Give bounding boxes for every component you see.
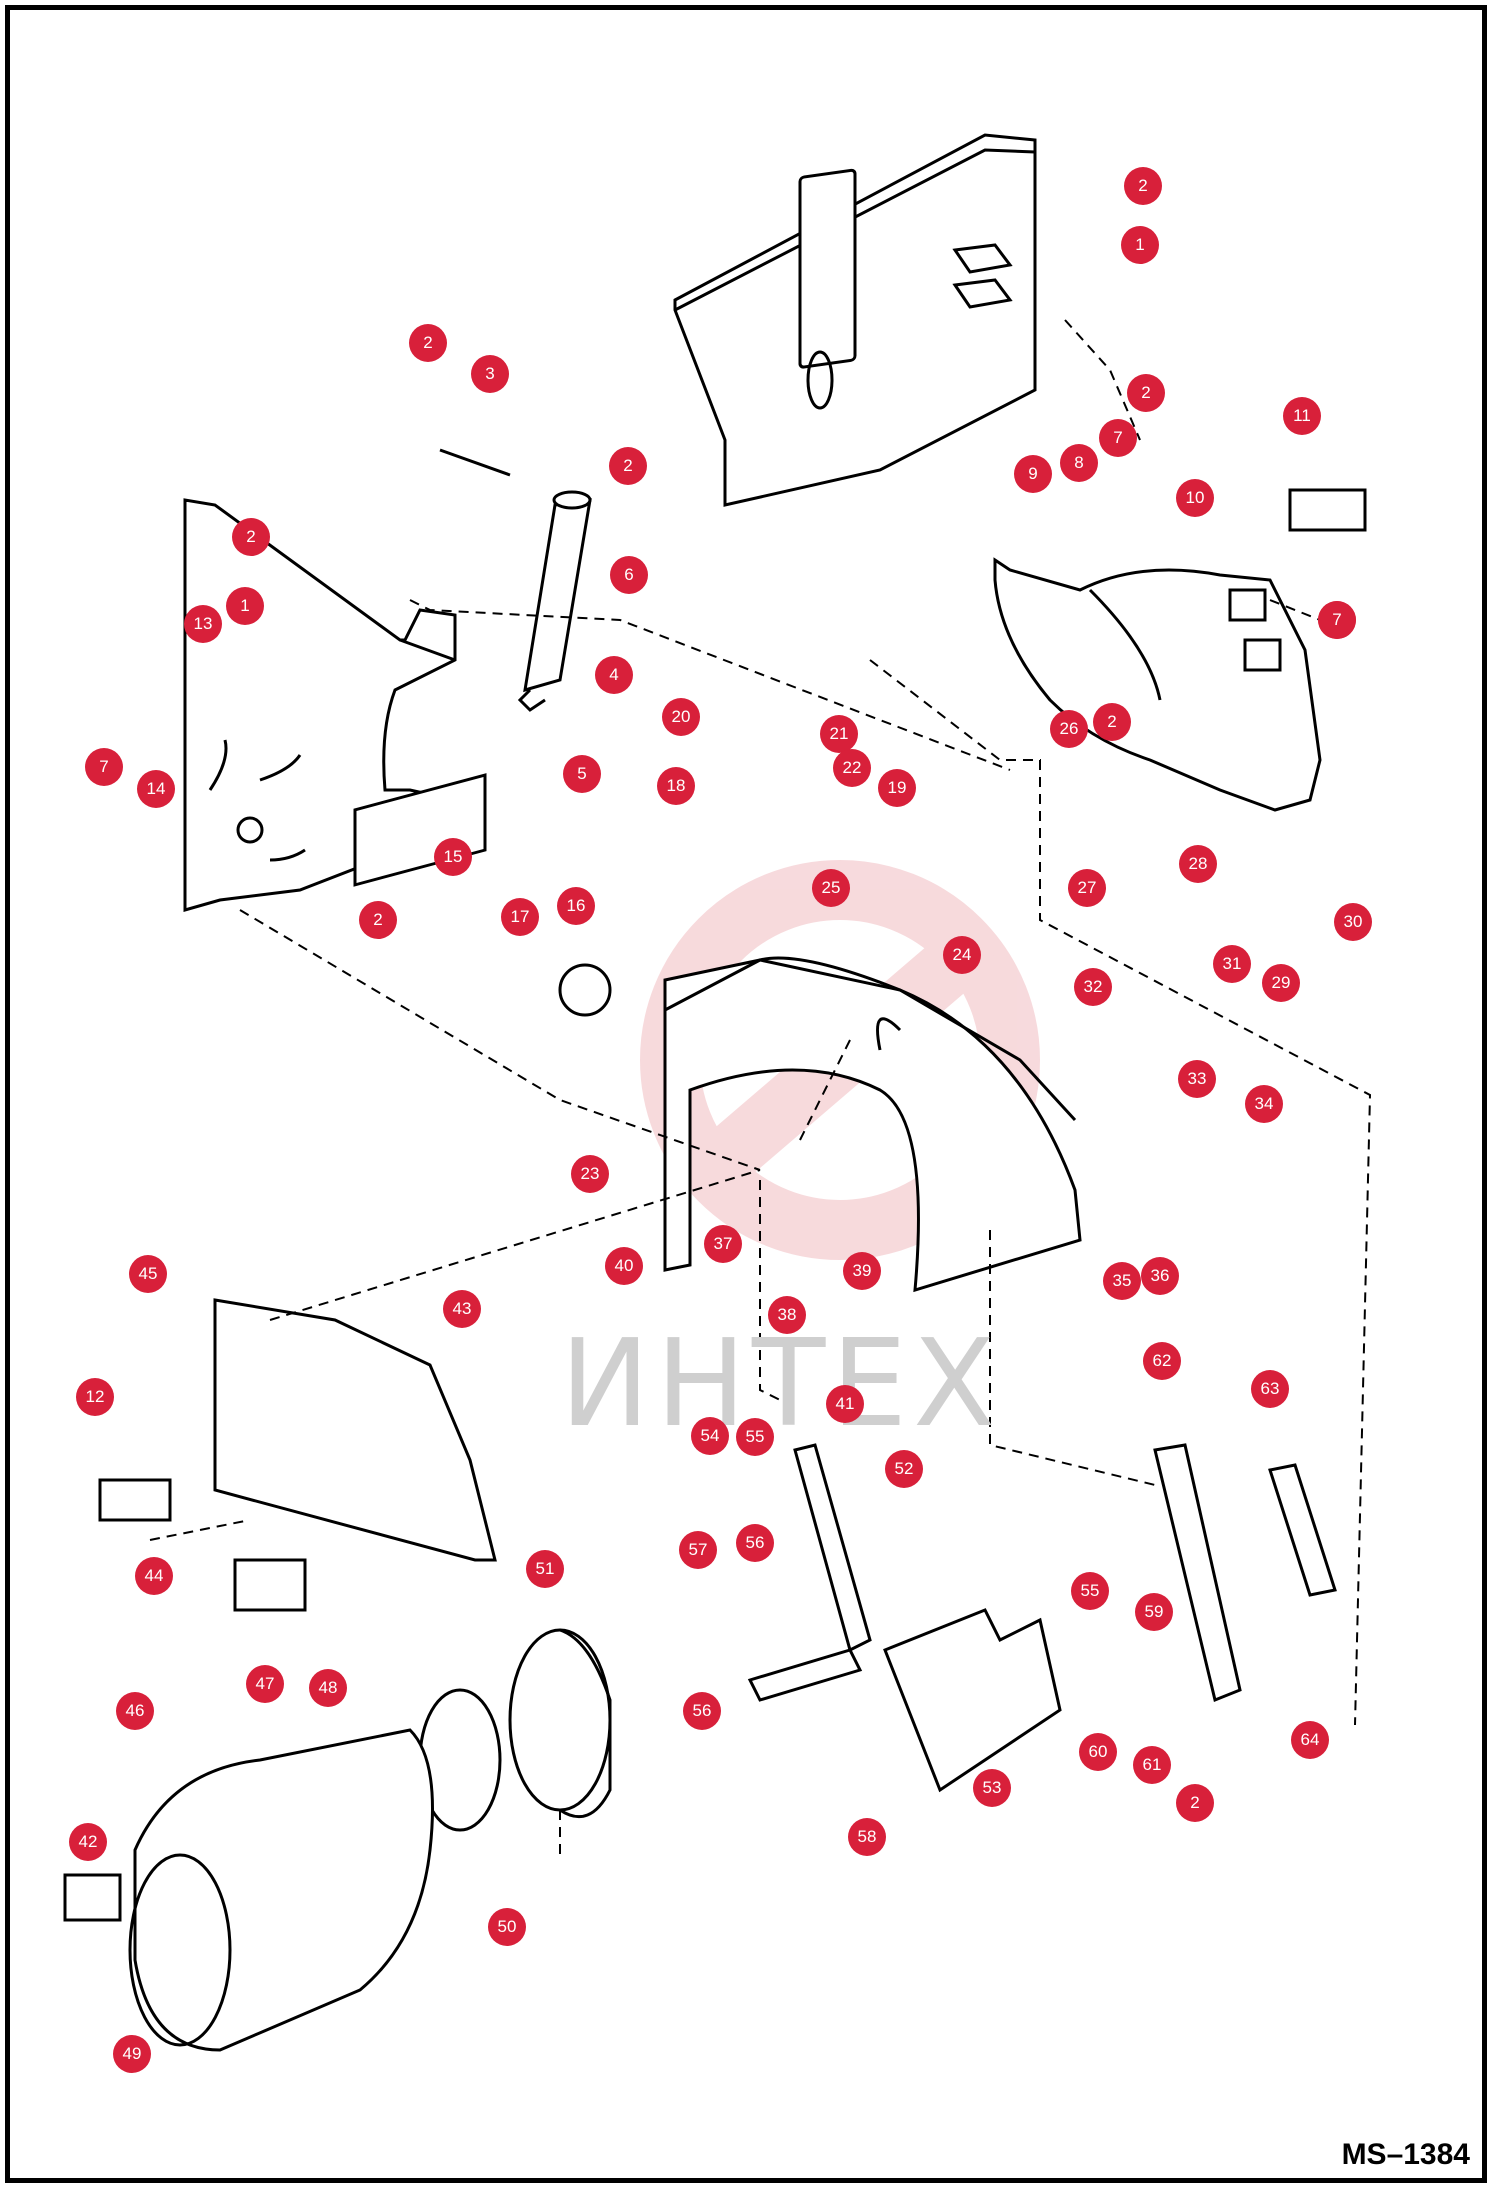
- callout-52: 52: [885, 1450, 923, 1488]
- callout-29: 29: [1262, 964, 1300, 1002]
- callout-35: 35: [1103, 1262, 1141, 1300]
- callout-2g: 2: [359, 901, 397, 939]
- callout-63: 63: [1251, 1370, 1289, 1408]
- callout-2a: 2: [1124, 167, 1162, 205]
- callout-28: 28: [1179, 845, 1217, 883]
- callout-26: 26: [1050, 710, 1088, 748]
- callout-2h: 2: [1176, 1784, 1214, 1822]
- callout-7d: 7: [1318, 601, 1356, 639]
- cover-plate-43: [213, 1298, 497, 1562]
- decal-11: [1288, 488, 1367, 532]
- callout-50: 50: [488, 1908, 526, 1946]
- callout-22: 22: [833, 749, 871, 787]
- central-housing: [663, 956, 1082, 1293]
- hydraulic-cylinder: [439, 448, 592, 712]
- callout-34: 34: [1245, 1085, 1283, 1123]
- frame-member: [673, 133, 1037, 507]
- callout-31: 31: [1213, 945, 1251, 983]
- hub-flange: [418, 1628, 612, 1832]
- callout-7a: 7: [1099, 419, 1137, 457]
- callout-6: 6: [610, 556, 648, 594]
- watermark-text: ИНТЕХ: [560, 1315, 1002, 1454]
- callout-13: 13: [184, 605, 222, 643]
- callout-14: 14: [137, 770, 175, 808]
- disc-16: [558, 963, 612, 1017]
- callout-43: 43: [443, 1290, 481, 1328]
- callout-10: 10: [1176, 479, 1214, 517]
- callout-9: 9: [1014, 455, 1052, 493]
- callout-64: 64: [1291, 1721, 1329, 1759]
- cylinder-62: [1153, 1443, 1337, 1703]
- callout-2b: 2: [409, 324, 447, 362]
- callout-55a: 55: [736, 1418, 774, 1456]
- decal-12: [98, 1478, 172, 1522]
- callout-1b: 1: [226, 587, 264, 625]
- callout-21: 21: [820, 715, 858, 753]
- callout-61: 61: [1133, 1746, 1171, 1784]
- callout-58: 58: [848, 1818, 886, 1856]
- callout-17: 17: [501, 898, 539, 936]
- callout-15: 15: [434, 838, 472, 876]
- callout-60: 60: [1079, 1733, 1117, 1771]
- callout-62: 62: [1143, 1342, 1181, 1380]
- callout-33: 33: [1178, 1060, 1216, 1098]
- callout-59: 59: [1135, 1593, 1173, 1631]
- callout-1a: 1: [1121, 226, 1159, 264]
- bracket-52: [747, 1443, 872, 1702]
- callout-47: 47: [246, 1665, 284, 1703]
- callout-18: 18: [657, 767, 695, 805]
- decal-42: [63, 1873, 122, 1922]
- drum: [128, 1728, 434, 2052]
- callout-57: 57: [679, 1531, 717, 1569]
- callout-11: 11: [1283, 397, 1321, 435]
- callout-8: 8: [1060, 444, 1098, 482]
- callout-41: 41: [826, 1385, 864, 1423]
- callout-36: 36: [1141, 1257, 1179, 1295]
- diagram-frame: [5, 5, 1487, 2183]
- callout-54: 54: [691, 1417, 729, 1455]
- callout-30: 30: [1334, 903, 1372, 941]
- callout-42: 42: [69, 1823, 107, 1861]
- callout-27: 27: [1068, 869, 1106, 907]
- callout-48: 48: [309, 1669, 347, 1707]
- guard-right: [993, 557, 1322, 812]
- diagram-code: MS–1384: [1341, 2138, 1470, 2171]
- callout-45: 45: [129, 1255, 167, 1293]
- callout-39: 39: [843, 1252, 881, 1290]
- callout-23: 23: [571, 1155, 609, 1193]
- callout-16: 16: [557, 887, 595, 925]
- callout-19: 19: [878, 769, 916, 807]
- callout-38: 38: [768, 1296, 806, 1334]
- decal-44: [233, 1558, 307, 1612]
- callout-53: 53: [973, 1769, 1011, 1807]
- callout-44: 44: [135, 1557, 173, 1595]
- callout-5: 5: [563, 755, 601, 793]
- plate-53: [883, 1608, 1062, 1793]
- callout-2d: 2: [609, 447, 647, 485]
- callout-56b: 56: [683, 1692, 721, 1730]
- callout-3: 3: [471, 355, 509, 393]
- callout-20: 20: [662, 698, 700, 736]
- callout-40: 40: [605, 1247, 643, 1285]
- callout-49: 49: [113, 2035, 151, 2073]
- callout-55b: 55: [1071, 1572, 1109, 1610]
- callout-2c: 2: [1127, 374, 1165, 412]
- callout-51: 51: [526, 1550, 564, 1588]
- callout-12: 12: [76, 1378, 114, 1416]
- callout-24: 24: [943, 936, 981, 974]
- callout-37: 37: [704, 1225, 742, 1263]
- callout-25: 25: [812, 869, 850, 907]
- callout-4: 4: [595, 656, 633, 694]
- callout-56a: 56: [736, 1524, 774, 1562]
- callout-46: 46: [116, 1692, 154, 1730]
- callout-7b: 7: [85, 748, 123, 786]
- callout-32: 32: [1074, 968, 1112, 1006]
- callout-2f: 2: [1093, 703, 1131, 741]
- callout-2e: 2: [232, 518, 270, 556]
